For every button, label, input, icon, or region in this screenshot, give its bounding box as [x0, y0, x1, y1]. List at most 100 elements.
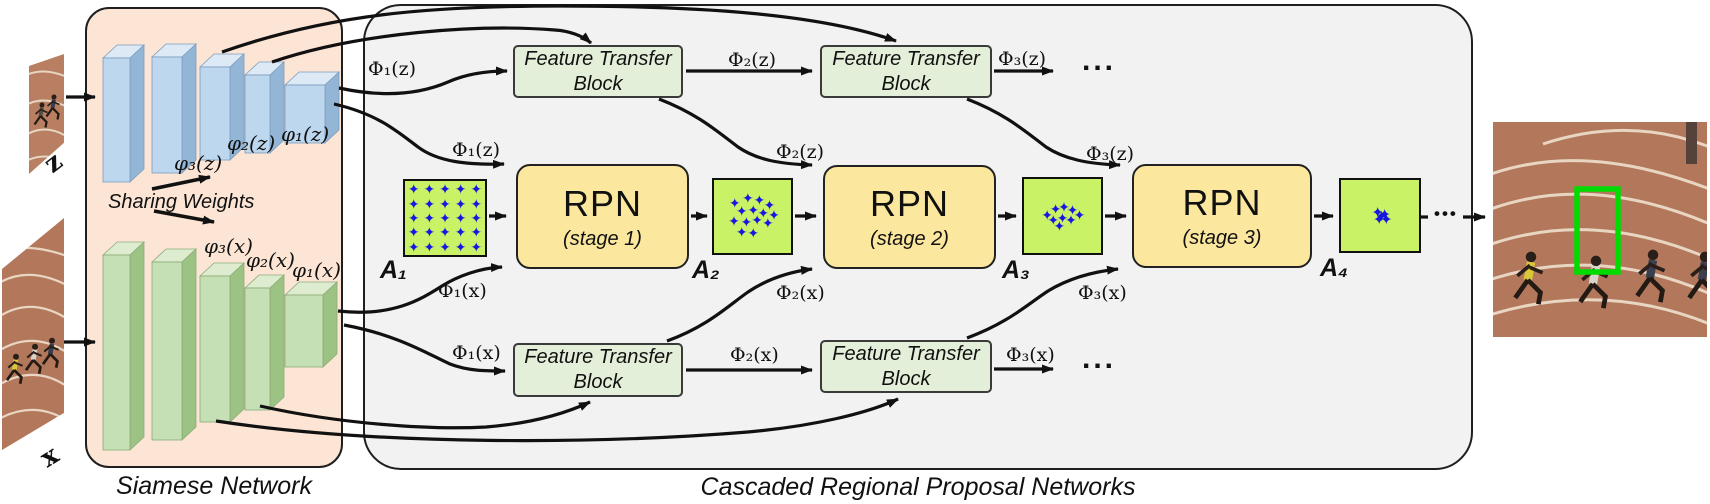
ft-line1: Feature Transfer [832, 342, 980, 365]
flow-label-phi1z-rpn: Φ₁(z) [452, 139, 501, 161]
anchor-star: ✦ [407, 224, 420, 241]
anchor-star: ✦ [728, 212, 740, 229]
anchor-star: ✦ [407, 195, 420, 212]
input-search-image [2, 218, 64, 450]
flow-label-phi1x-rpn: Φ₁(x) [438, 280, 487, 302]
anchor-star: ✦ [423, 195, 436, 212]
anchor-star: ✦ [439, 210, 451, 226]
rpn-title: RPN [562, 182, 642, 224]
rpn-title: RPN [869, 183, 949, 224]
anchor-star: ✦ [1041, 207, 1053, 224]
flow-label-phi2x-ft: Φ₂(x) [730, 344, 779, 366]
varphi3z-label: φ₃(z) [174, 151, 223, 175]
anchor-star: ✦ [747, 225, 760, 242]
anchor-star: ✦ [454, 181, 467, 198]
anchor-star: ✦ [742, 190, 754, 207]
siamese-caption: Siamese Network [116, 472, 312, 500]
anchor-star: ✦ [407, 238, 420, 255]
anchor-star: ✦ [439, 181, 451, 198]
anchor-star: ✦ [423, 210, 436, 226]
anchor-star: ✦ [439, 195, 451, 212]
varphi1x-label: φ₁(x) [292, 258, 341, 282]
flow-label-phi2x-rpn: Φ₂(x) [776, 282, 825, 304]
anchor-star: ✦ [740, 213, 753, 230]
anchor-star: ✦ [757, 204, 770, 221]
varphi3x-label: φ₃(x) [204, 234, 253, 258]
anchor-stars: ✦✦✦✦✦✦✦✦✦✦✦✦✦✦✦✦✦✦✦✦✦✦✦✦✦ [405, 181, 485, 255]
anchor-star: ✦ [439, 238, 451, 255]
varphi2x-label: φ₂(x) [246, 248, 295, 272]
ft-line1: Feature Transfer [524, 47, 672, 70]
anchor-star: ✦ [1375, 208, 1388, 226]
anchor-star: ✦ [751, 212, 763, 229]
anchor-stars: ✦✦✦✦✦✦✦✦✦ [1024, 179, 1101, 253]
anchor-star: ✦ [407, 181, 420, 198]
anchor-star: ✦ [439, 224, 451, 241]
flow-label-phi3z-ft: Φ₃(z) [998, 48, 1047, 70]
rpn-stage-label: (stage 2) [870, 228, 949, 250]
ft-line1: Feature Transfer [832, 47, 980, 70]
anchor-star: ✦ [1065, 212, 1077, 229]
flow-label-phi2z-rpn: Φ₂(z) [776, 141, 825, 163]
anchor-star: ✦ [735, 223, 748, 240]
rpn-stage-label: (stage 3) [1182, 227, 1262, 249]
anchor-star: ✦ [1378, 206, 1391, 224]
anchor-label-a4: A₄ [1320, 254, 1349, 282]
feature-transfer-block-z2: Feature Transfer Block [820, 45, 992, 98]
anchor-star: ✦ [470, 195, 483, 212]
ft-line1: Feature Transfer [524, 346, 672, 368]
rpn-title: RPN [1182, 182, 1262, 223]
anchor-set-a4: ✦✦✦✦✦ [1339, 178, 1421, 253]
anchor-star: ✦ [423, 238, 436, 255]
ft-line2: Block [881, 72, 931, 95]
anchor-star: ✦ [762, 215, 774, 232]
varphi1z-label: φ₁(z) [281, 122, 330, 146]
template-label: z [38, 146, 69, 180]
flow-label-phi3x-rpn: Φ₃(x) [1078, 282, 1127, 304]
anchor-star: ✦ [454, 238, 467, 255]
varphi2z-label: φ₂(z) [227, 131, 276, 155]
anchor-star: ✦ [1372, 211, 1386, 229]
flow-label-phi1x-ft: Φ₁(x) [452, 342, 501, 364]
search-label: x [35, 440, 65, 474]
anchor-label-a1: A₁ [380, 256, 407, 284]
anchor-set-a1: ✦✦✦✦✦✦✦✦✦✦✦✦✦✦✦✦✦✦✦✦✦✦✦✦✦ [403, 179, 487, 257]
flow-label-phi1z-ft: Φ₁(z) [368, 58, 417, 80]
anchor-star: ✦ [470, 181, 483, 198]
anchor-star: ✦ [1047, 212, 1060, 229]
anchor-star: ✦ [768, 207, 780, 224]
anchor-star: ✦ [1049, 201, 1062, 218]
ellipsis-mid: ••• [1434, 204, 1458, 223]
rpn-stage-3: RPN (stage 3) [1132, 164, 1312, 268]
anchor-star: ✦ [454, 224, 467, 241]
flow-label-phi3x-ft: Φ₃(x) [1006, 344, 1055, 366]
anchor-star: ✦ [454, 210, 467, 226]
anchor-label-a3: A₃ [1002, 256, 1030, 284]
anchor-star: ✦ [423, 181, 436, 198]
flow-label-phi3z-rpn: Φ₃(z) [1086, 143, 1135, 165]
background-figure [1686, 122, 1697, 164]
anchor-star: ✦ [763, 196, 776, 213]
ellipsis-bottom: ... [1082, 342, 1117, 375]
anchor-star: ✦ [1379, 211, 1393, 229]
anchor-star: ✦ [1053, 217, 1066, 234]
anchor-star: ✦ [407, 210, 420, 226]
rpn-stage-label: (stage 1) [563, 227, 642, 250]
anchor-star: ✦ [1056, 210, 1069, 227]
rpn-stage-1: RPN (stage 1) [516, 164, 689, 269]
feature-transfer-block-z1: Feature Transfer Block [513, 45, 683, 98]
anchor-star: ✦ [454, 195, 467, 212]
anchor-star: ✦ [1073, 206, 1086, 223]
anchor-star: ✦ [1066, 202, 1079, 219]
tracking-bounding-box [1574, 186, 1621, 275]
output-tracking-image [1493, 122, 1707, 337]
sharing-weights-label: Sharing Weights [108, 191, 255, 213]
anchor-set-a3: ✦✦✦✦✦✦✦✦✦ [1022, 177, 1103, 255]
anchor-stars: ✦✦✦✦✦ [1341, 180, 1419, 251]
ft-line2: Block [881, 367, 931, 390]
ft-line2: Block [573, 72, 623, 95]
ft-line2: Block [573, 371, 623, 393]
feature-transfer-block-x2: Feature Transfer Block [820, 340, 992, 393]
anchor-star: ✦ [1371, 204, 1384, 222]
